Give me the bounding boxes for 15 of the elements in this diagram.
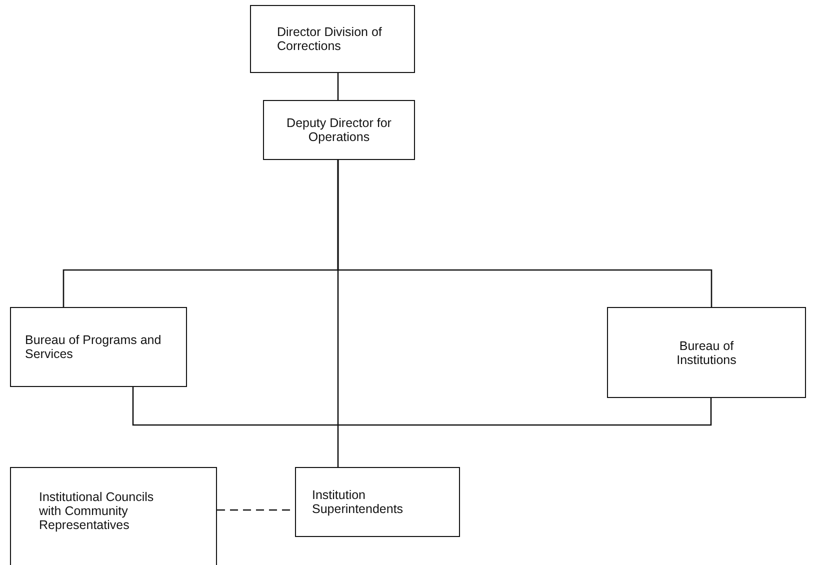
box-label: Director Division of Corrections	[277, 25, 383, 53]
box-label: Bureau of Institutions	[676, 338, 738, 366]
org-box	[607, 307, 806, 398]
org-box	[10, 467, 217, 565]
org-box	[250, 5, 415, 73]
box-label: Bureau of Programs and Services	[25, 333, 162, 361]
connector-line	[337, 160, 339, 467]
org-box	[263, 100, 415, 160]
box-label: Deputy Director for Operations	[286, 116, 392, 144]
org-box	[295, 467, 460, 537]
box-label: Institution Superintendents	[312, 488, 404, 516]
connector-line	[337, 73, 339, 100]
org-box	[10, 307, 187, 387]
connector-line	[132, 387, 712, 426]
box-label: Institutional Councils with Community Representatives	[39, 490, 155, 532]
